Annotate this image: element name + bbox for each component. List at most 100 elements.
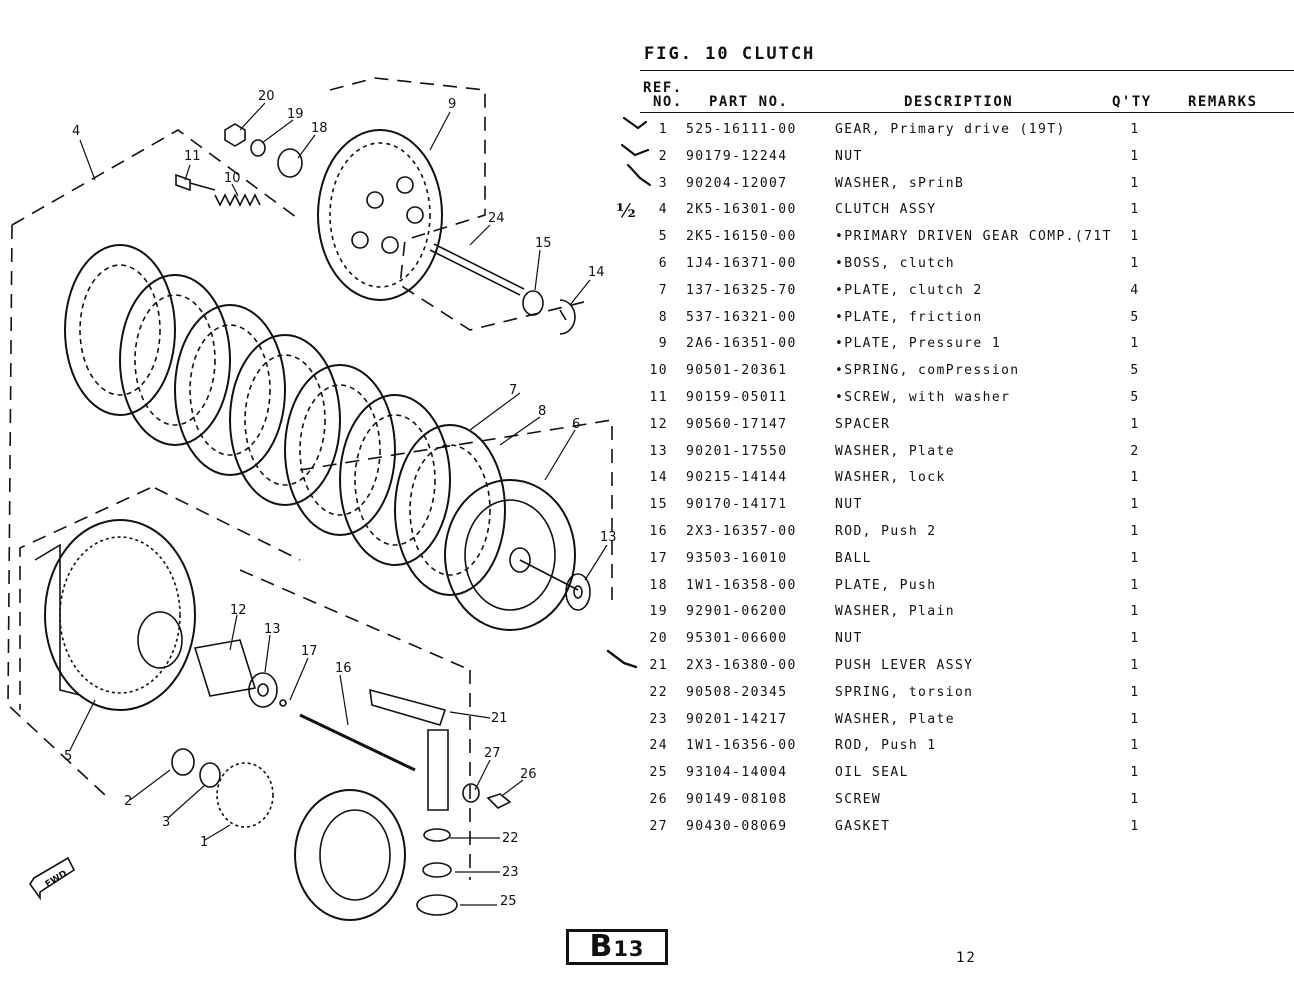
- part-no-cell: 1W1-16356-00: [686, 738, 797, 754]
- svg-text:1: 1: [200, 835, 208, 850]
- torsion-spring-22: [423, 828, 451, 842]
- part-no-cell: 90159-05011: [686, 390, 788, 405]
- exploded-clutch-diagram: 4 20 19 18 11 10 9 24 15 14 7 8 6 13 12 …: [7, 77, 617, 921]
- svg-text:8: 8: [538, 404, 546, 419]
- part-no-cell: 90508-20345: [686, 684, 788, 700]
- ref-cell: 2: [658, 148, 668, 164]
- description-cell: WASHER, lock: [835, 470, 946, 486]
- svg-text:27: 27: [484, 746, 501, 761]
- part-no-cell: 2K5-16150-00: [686, 229, 797, 245]
- qty-cell: 1: [1130, 604, 1140, 620]
- svg-text:6: 6: [572, 417, 580, 432]
- figure-title: FIG. 10 CLUTCH: [644, 44, 816, 64]
- part-no-cell: 2K5-16301-00: [686, 202, 797, 218]
- ref-cell: 1: [658, 122, 668, 137]
- part-no-cell: 537-16321-00: [686, 309, 797, 325]
- push-rod-16: [299, 713, 416, 772]
- ref-cell: 15: [649, 497, 668, 513]
- clutch-plate-stack: [64, 244, 506, 596]
- ref-cell: 16: [649, 524, 668, 539]
- description-cell: PUSH LEVER ASSY: [835, 658, 974, 673]
- oil-seal-25: [416, 894, 458, 916]
- ref-cell: 10: [649, 363, 668, 379]
- description-cell: •BOSS, clutch: [835, 256, 955, 271]
- push-rod-24: [429, 243, 525, 296]
- part-no-cell: 90430-08069: [686, 818, 788, 834]
- qty-cell: 1: [1130, 550, 1140, 566]
- description-cell: •PRIMARY DRIVEN GEAR COMP.(71T: [835, 229, 1112, 245]
- description-cell: WASHER, Plain: [835, 604, 955, 620]
- svg-text:11: 11: [184, 149, 201, 164]
- description-cell: NUT: [835, 631, 863, 647]
- part-no-cell: 90179-12244: [686, 148, 788, 164]
- ref-cell: 14: [649, 470, 668, 486]
- svg-text:13: 13: [264, 622, 281, 637]
- svg-text:10: 10: [224, 171, 241, 186]
- svg-text:14: 14: [588, 265, 605, 280]
- ref-cell: 13: [649, 443, 668, 459]
- svg-text:5: 5: [64, 749, 72, 764]
- part-no-cell: 90501-20361: [686, 363, 788, 379]
- lock-washer-14: [559, 299, 576, 335]
- part-no-cell: 90201-14217: [686, 711, 788, 727]
- leader-lines: [69, 102, 608, 906]
- crankcase-cover: [294, 789, 406, 921]
- description-cell: OIL SEAL: [835, 765, 909, 781]
- part-no-cell: 95301-06600: [686, 631, 788, 647]
- svg-text:16: 16: [335, 661, 352, 676]
- gasket-27: [462, 783, 480, 803]
- svg-text:13: 13: [600, 530, 617, 545]
- qty-cell: 1: [1130, 711, 1140, 727]
- ref-cell: 3: [658, 175, 668, 191]
- part-no-cell: 1W1-16358-00: [686, 577, 797, 593]
- ref-cell: 24: [649, 738, 668, 754]
- description-cell: WASHER, Plate: [835, 443, 955, 459]
- svg-text:7: 7: [509, 383, 517, 398]
- header-description: DESCRIPTION: [904, 94, 1014, 110]
- page-number: 12: [956, 950, 977, 966]
- qty-cell: 1: [1130, 175, 1140, 191]
- ref-cell: 17: [649, 550, 668, 566]
- washer-23: [422, 862, 452, 878]
- header-remarks: REMARKS: [1188, 94, 1258, 110]
- handwritten-check-21: [606, 649, 638, 669]
- svg-text:23: 23: [502, 865, 519, 880]
- description-cell: BALL: [835, 550, 872, 566]
- push-plate-18: [277, 148, 303, 178]
- description-cell: GEAR, Primary drive (19T): [835, 122, 1066, 137]
- pressure-plate-9: [317, 129, 443, 301]
- screw-11: [175, 173, 216, 192]
- header-rule: [640, 112, 1294, 113]
- qty-cell: 1: [1130, 148, 1140, 164]
- qty-cell: 5: [1130, 309, 1140, 325]
- ref-cell: 9: [658, 336, 668, 352]
- description-cell: GASKET: [835, 818, 891, 834]
- callout-labels: 4 20 19 18 11 10 9 24 15 14 7 8 6 13 12 …: [44, 89, 617, 909]
- header-qty: Q'TY: [1112, 94, 1152, 110]
- driven-gear-5-hub: [137, 611, 183, 669]
- description-cell: •PLATE, clutch 2: [835, 282, 983, 298]
- qty-cell: 1: [1130, 765, 1140, 781]
- description-cell: SPACER: [835, 416, 891, 432]
- qty-cell: 1: [1130, 684, 1140, 700]
- ref-cell: 18: [649, 577, 668, 593]
- part-no-cell: 90170-14171: [686, 497, 788, 513]
- qty-cell: 1: [1130, 577, 1140, 593]
- qty-cell: 5: [1130, 390, 1140, 405]
- svg-text:19: 19: [287, 107, 304, 122]
- ref-cell: 19: [649, 604, 668, 620]
- section-code-number: 13: [613, 937, 645, 961]
- ref-cell: 8: [658, 309, 668, 325]
